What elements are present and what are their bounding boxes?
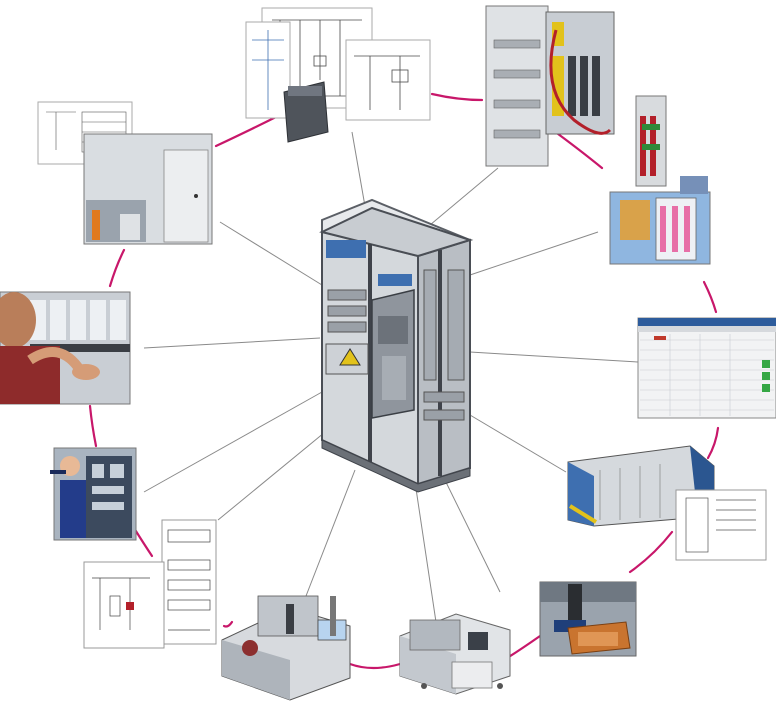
electrical-schematics: [245, 7, 431, 143]
spoke-line: [429, 167, 499, 226]
technician-at-panel: [50, 447, 137, 541]
cycle-arc: [132, 526, 154, 558]
automated-assembly-machine: [221, 595, 351, 701]
busbar-system: [609, 95, 711, 265]
control-cabinet-3d-model: [319, 198, 474, 493]
cabinet-wiring-rails: [485, 5, 615, 167]
cycle-arc: [222, 620, 234, 628]
production-floor-cabinet: [37, 101, 213, 245]
cycle-arc: [702, 280, 718, 314]
wire-processing-machine: [399, 613, 511, 695]
cycle-arc: [348, 662, 402, 670]
spoke-line: [351, 131, 367, 213]
technician-wiring: [0, 291, 131, 405]
spoke-line: [143, 337, 321, 349]
spoke-line: [305, 469, 356, 597]
spoke-line: [469, 414, 567, 473]
spoke-line: [439, 469, 501, 593]
cycle-arc: [706, 426, 720, 460]
spoke-line: [469, 231, 599, 276]
cycle-arc: [430, 92, 484, 102]
cycle-arc: [88, 404, 98, 448]
cycle-arcs: [88, 92, 720, 670]
copper-busbar-machining: [539, 581, 637, 657]
cycle-arc: [214, 114, 280, 148]
data-table-software: [637, 317, 776, 419]
cycle-arc: [628, 530, 674, 574]
rack-enclosure: [567, 445, 767, 561]
spoke-lines: [143, 131, 639, 623]
cycle-arc: [108, 248, 126, 288]
spoke-line: [469, 351, 639, 363]
spoke-line: [219, 221, 323, 286]
layout-drawing: [83, 519, 217, 649]
spoke-line: [143, 391, 323, 493]
spoke-line: [217, 427, 331, 521]
spoke-line: [414, 481, 437, 623]
